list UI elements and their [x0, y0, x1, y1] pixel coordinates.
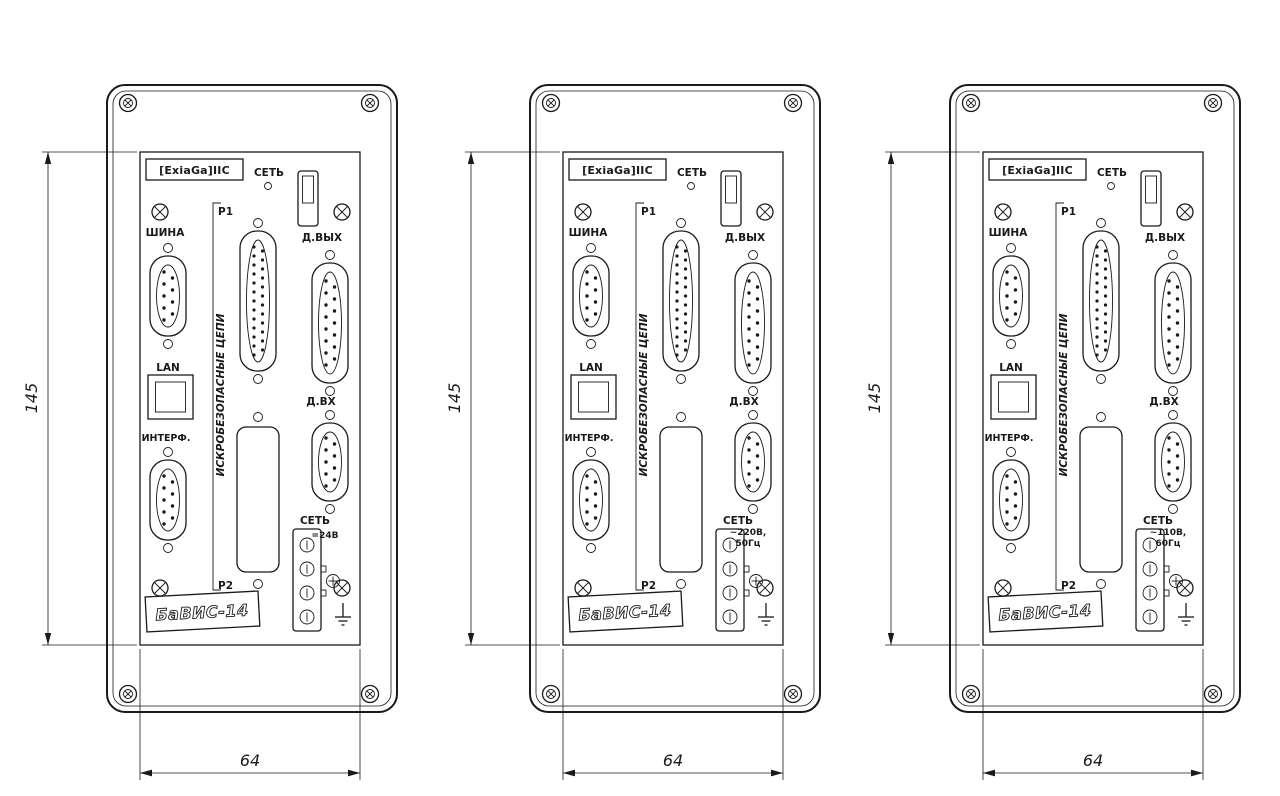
power-rating-line2: 50Гц	[736, 539, 761, 549]
power-rating-line1: ~110В,	[1150, 528, 1187, 538]
power-rating-line2: 60Гц	[1156, 539, 1181, 549]
power-rating-line1: =24В	[312, 531, 339, 541]
panel-variant-220v: ~220В, 50Гц	[444, 84, 821, 781]
panel-variant-110v: ~110В, 60Гц	[864, 84, 1241, 781]
power-rating-line1: ~220В,	[730, 528, 767, 538]
panel-variant-24v: =24В	[21, 84, 398, 781]
